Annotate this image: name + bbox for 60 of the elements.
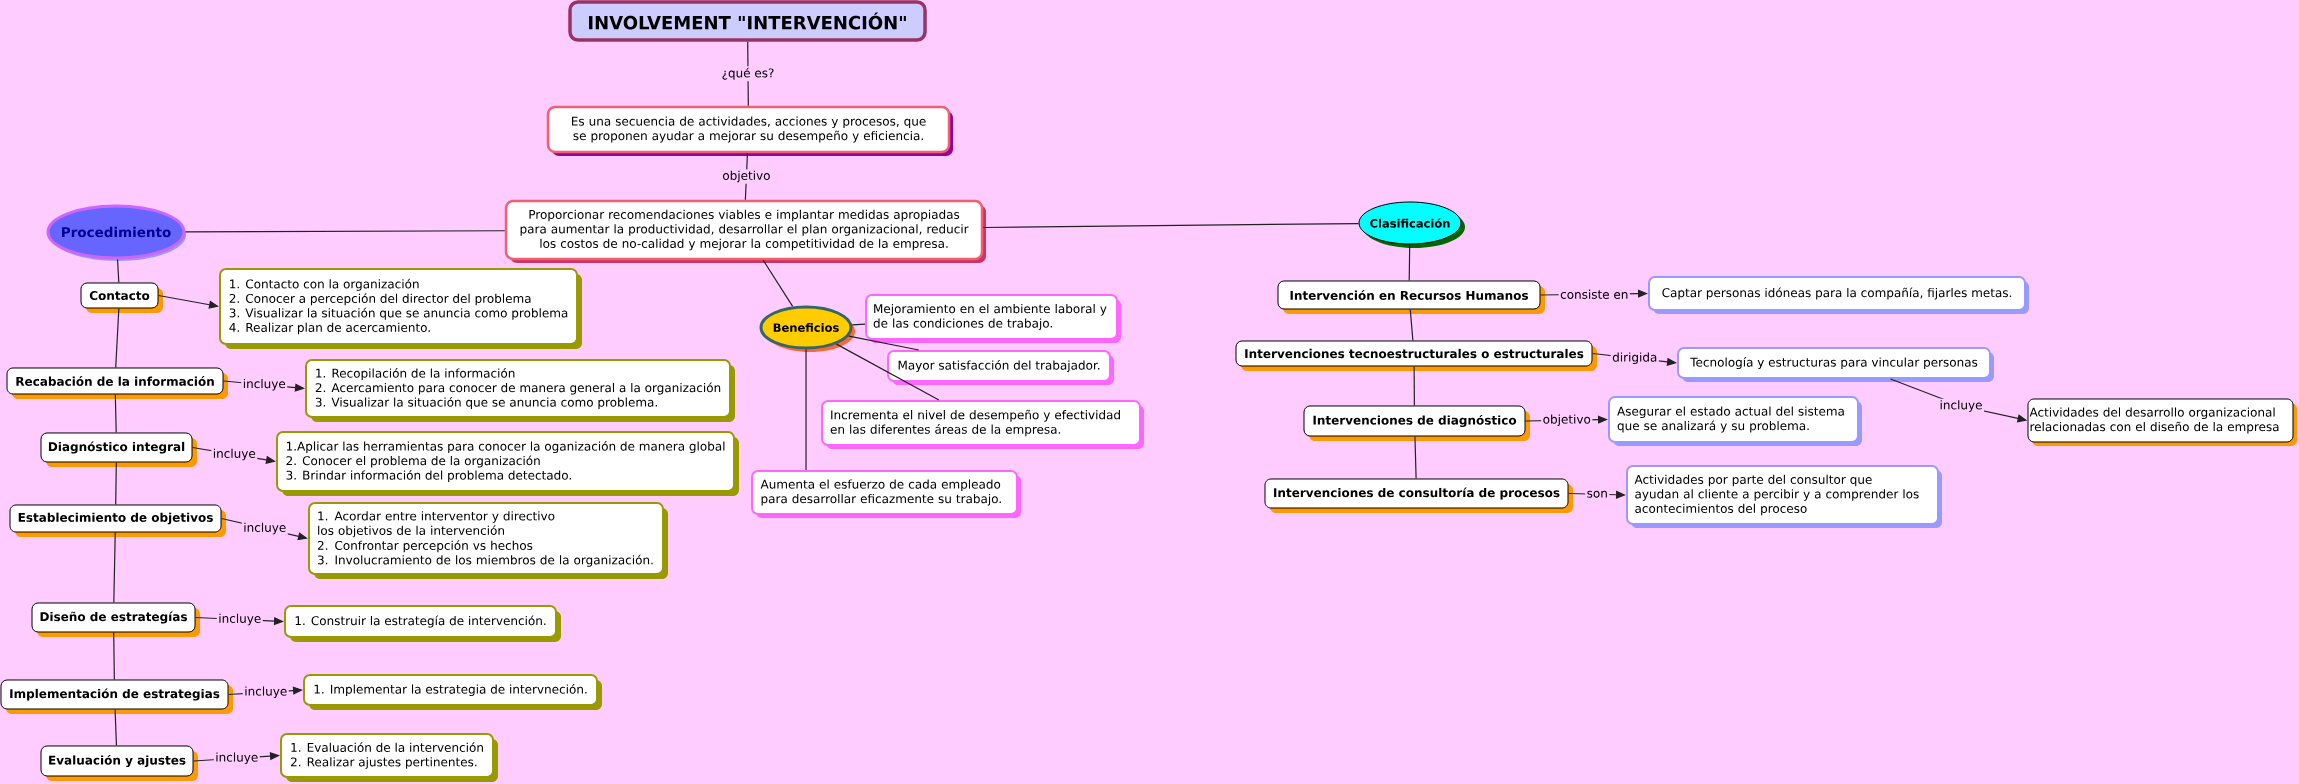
edge-label: objetivo <box>720 169 772 184</box>
connector-line <box>982 222 1360 229</box>
edge-label: consiste en <box>1558 288 1630 301</box>
list-box: 1.Aplicar las herramientas para conocer la oganización de manera global 2. Conocer el problema de la organización 3. Brindar información del problema detectado. <box>276 431 739 496</box>
topic-oval: Procedimiento <box>46 204 186 261</box>
connector-line <box>113 631 115 681</box>
detail-box: Asegurar el estado actual del sistema que se analizará y su problema. <box>1608 396 1862 446</box>
benefit-box: Mayor satisfacción del trabajador. <box>887 350 1114 385</box>
connector-line <box>1409 308 1414 342</box>
connector-line <box>848 335 920 351</box>
connector-line <box>114 393 117 434</box>
detail-box: Tecnología y estructuras para vincular personas <box>1677 347 1994 382</box>
list-box: 1. Acordar entre interventor y directivo los objetivos de la intervención 2. Confrontar percepción vs hechos 3. Involucramiento de los miembros de la organización. <box>308 502 668 579</box>
concept-box: Es una secuencia de actividades, acciones y procesos, que se proponen ayudar a mejorar su desempeño y eficiencia. <box>546 105 953 156</box>
list-box: 1. Evaluación de la intervención 2. Realizar ajustes pertinentes. <box>280 733 498 782</box>
concept-box: Proporcionar recomendaciones viables e implantar medidas apropiadas para aumentar la productividad, desarrollar el plan organizacional, reducir los costos de no-calidad y mejorar la competitividad de la empresa. <box>504 199 986 263</box>
step-box: Intervenciones de diagnóstico <box>1303 405 1530 441</box>
edge-label: incluye <box>241 521 288 536</box>
benefit-box: Aumenta el esfuerzo de cada empleado para desarrollar eficazmente su trabajo. <box>751 470 1021 518</box>
connector-line <box>116 258 120 284</box>
edge-label: incluye <box>241 377 288 393</box>
step-box: Diagnóstico integral <box>40 432 197 467</box>
step-box: Recabación de la información <box>6 367 228 399</box>
step-box: Evaluación y ajustes <box>40 745 198 781</box>
connector-line <box>1408 243 1411 282</box>
topic-oval: Clasificación <box>1358 201 1465 248</box>
edge-label: incluye <box>216 612 263 627</box>
title-box: INVOLVEMENT "INTERVENCIÓN" <box>568 0 927 42</box>
connector-line <box>113 531 116 604</box>
connector-line <box>762 259 794 308</box>
edge-label: incluye <box>211 447 258 462</box>
step-box: Establecimiento de objetivos <box>9 504 226 537</box>
topic-oval: Beneficios <box>759 305 855 352</box>
step-box: Contacto <box>80 282 163 313</box>
step-box: Intervenciones tecnoestructurales o estructurales <box>1235 340 1597 371</box>
arrow <box>157 294 219 309</box>
list-box: 1. Implementar la estrategia de intervneción. <box>303 674 602 710</box>
connector-line <box>1414 435 1417 480</box>
list-box: 1. Construir la estrategía de intervención. <box>284 605 561 642</box>
connector-line <box>805 348 807 471</box>
benefit-box: Mejoramiento en el ambiente laboral y de las condiciones de trabajo. <box>865 294 1121 343</box>
detail-box: Actividades del desarrollo organizacional relacionadas con el diseño de la empresa <box>2027 398 2297 446</box>
connector-line <box>1413 365 1415 407</box>
list-box: 1. Contacto con la organización 2. Conocer a percepción del director del problema 3. Visualizar la situación que se anuncia como problema 4. Realizar plan de acercamiento. <box>219 268 582 349</box>
detail-box: Captar personas idóneas para la compañía, fijarles metas. <box>1648 276 2029 314</box>
step-box: Implementación de estrategias <box>0 679 233 714</box>
connector-line <box>851 323 866 326</box>
connector-line <box>184 230 506 233</box>
edge-label: ¿qué es? <box>720 66 776 82</box>
benefit-box: Incrementa el nivel de desempeño y efectividad en las diferentes áreas de la empresa. <box>821 400 1144 449</box>
connector-line <box>835 343 940 401</box>
edge-label: son <box>1585 489 1610 500</box>
step-box: Intervención en Recursos Humanos <box>1277 280 1545 314</box>
connector-line <box>115 461 117 506</box>
list-box: 1. Recopilación de la información 2. Acercamiento para conocer de manera general a la organización 3. Visualizar la situación que se anuncia como problema. <box>305 359 735 422</box>
connector-line <box>115 307 120 369</box>
connector-line <box>114 708 118 747</box>
step-box: Diseño de estrategías <box>31 602 200 637</box>
step-box: Intervenciones de consultoría de procesos <box>1264 478 1573 513</box>
detail-box: Actividades por parte del consultor que ayudan al cliente a percibir y a comprender los acontecimientos del proceso <box>1626 465 1942 528</box>
